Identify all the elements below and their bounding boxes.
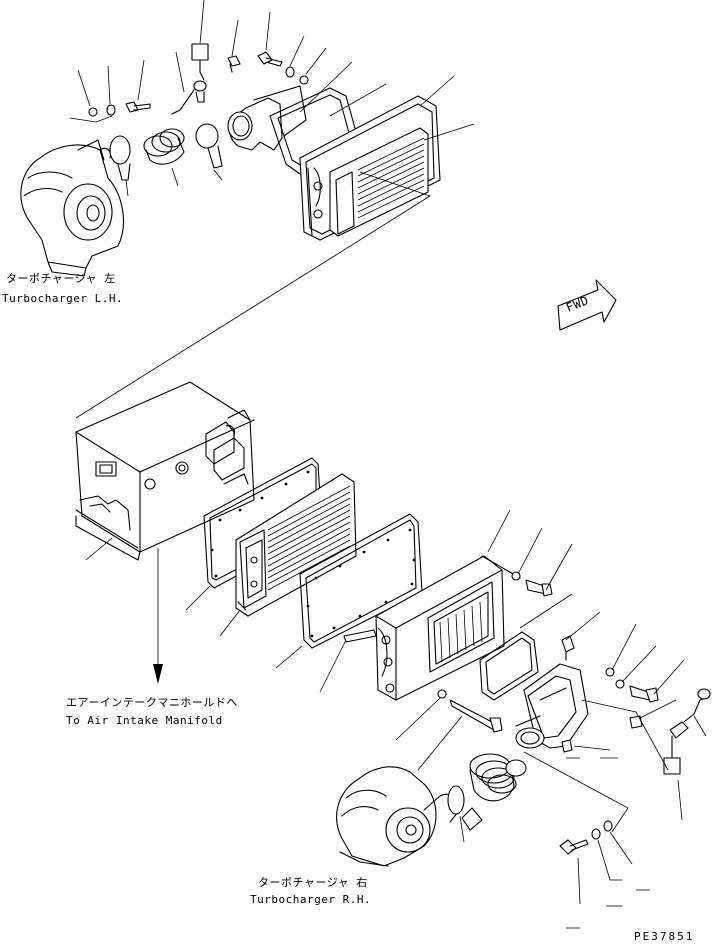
leader-lines-bottom xyxy=(85,509,707,929)
aftercooler-core-lh xyxy=(329,127,429,237)
intake-label-jp: エアーインテークマニホールドへ xyxy=(66,696,238,709)
aftercooler-housing xyxy=(75,381,255,561)
bolt-top-2 xyxy=(125,101,151,113)
plug-top xyxy=(227,55,241,73)
washer-bottom-1 xyxy=(591,828,601,840)
washer-bottom-2 xyxy=(603,820,613,832)
clamp-lh xyxy=(195,123,223,169)
clamp-rh-2 xyxy=(447,785,465,815)
clamp-ring-lh xyxy=(109,135,131,181)
bolt-rh-3 xyxy=(629,685,659,703)
intake-label-en: To Air Intake Manifold xyxy=(66,714,223,727)
bolt-rh-1 xyxy=(525,579,553,597)
washer-top-1 xyxy=(285,66,295,78)
bolt-rh-4 xyxy=(629,715,643,729)
washer-rh-2 xyxy=(437,689,447,699)
sensor-connector-top xyxy=(171,43,209,115)
washer-top-4 xyxy=(106,104,116,116)
bolt-rh-2 xyxy=(449,699,503,733)
clamp-rh-1 xyxy=(505,759,527,777)
elbow-pipe-rh xyxy=(515,663,589,749)
leader-lines-top xyxy=(69,0,475,419)
turbo-rh-label-en: Turbocharger R.H. xyxy=(250,893,372,906)
elbow-pipe-lh xyxy=(227,85,307,151)
aftercooler-cover-rh xyxy=(375,555,521,701)
turbo-lh-label-jp: ターボチャージャ 左 xyxy=(6,272,116,285)
fwd-arrow xyxy=(557,279,617,331)
drawing-number: PE37851 xyxy=(634,930,695,943)
intake-arrow xyxy=(153,548,163,684)
aftercooler-core-middle xyxy=(235,473,357,617)
turbocharger-lh xyxy=(20,139,124,277)
gasket-rh xyxy=(479,631,539,701)
bolt-bottom xyxy=(559,839,589,855)
washer-top-2 xyxy=(299,75,309,85)
turbo-lh-label-en: Turbocharger L.H. xyxy=(2,292,124,305)
stud-bolt-middle xyxy=(343,629,377,643)
hose-rh xyxy=(469,753,517,802)
turbo-rh-label-jp: ターボチャージャ 右 xyxy=(258,876,368,889)
washer-top-3 xyxy=(88,107,98,117)
hose-lh xyxy=(143,128,185,165)
sensor-rh xyxy=(561,635,575,753)
bolt-top-1 xyxy=(257,51,283,67)
